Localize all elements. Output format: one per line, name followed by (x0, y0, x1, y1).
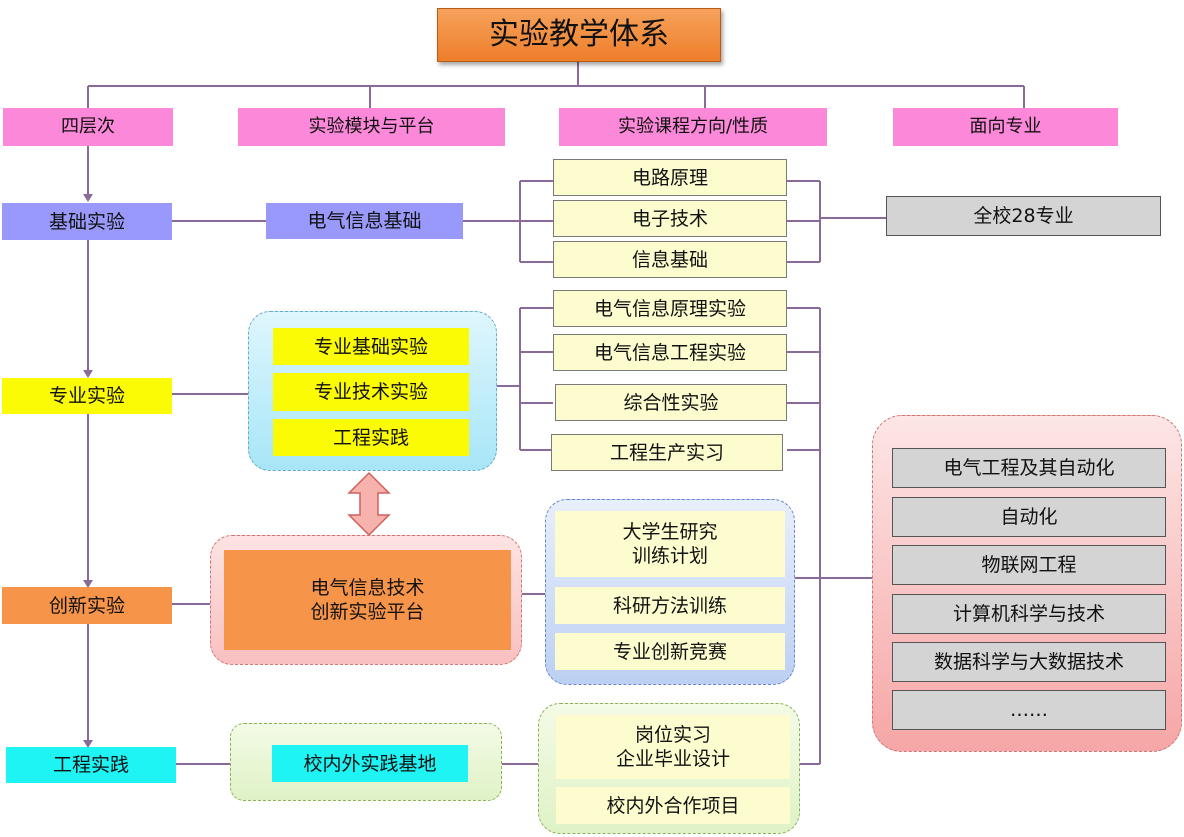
module-engineering-practice: 工程实践 (273, 419, 469, 456)
level-engineering: 工程实践 (6, 747, 176, 783)
module-practice-base: 校内外实践基地 (272, 745, 468, 782)
page-title: 实验教学体系 (437, 8, 721, 62)
major-data-science: 数据科学与大数据技术 (892, 642, 1166, 682)
module-innovation-platform: 电气信息技术 创新实验平台 (224, 550, 511, 650)
course-electronic-tech: 电子技术 (553, 200, 787, 237)
header-modules: 实验模块与平台 (238, 108, 505, 146)
module-basic: 电气信息基础 (266, 203, 463, 239)
header-courses: 实验课程方向/性质 (559, 108, 827, 146)
course-cooperation-project: 校内外合作项目 (556, 787, 790, 824)
course-production-internship: 工程生产实习 (551, 434, 783, 471)
major-all-school: 全校28专业 (886, 196, 1161, 236)
level-innovation: 创新实验 (2, 587, 172, 624)
course-job-internship: 岗位实习 企业毕业设计 (556, 715, 790, 779)
module-professional-basic: 专业基础实验 (273, 328, 469, 365)
header-levels: 四层次 (3, 108, 173, 146)
major-iot-engineering: 物联网工程 (892, 545, 1166, 585)
major-automation: 自动化 (892, 497, 1166, 537)
course-info-basic: 信息基础 (553, 241, 787, 278)
level-basic: 基础实验 (2, 203, 172, 240)
course-research-method: 科研方法训练 (555, 587, 785, 624)
major-computer-science: 计算机科学与技术 (892, 594, 1166, 634)
course-circuit-principle: 电路原理 (553, 159, 787, 196)
course-engineering-experiment: 电气信息工程实验 (553, 334, 787, 371)
course-principle-experiment: 电气信息原理实验 (553, 290, 787, 327)
double-arrow-icon (347, 471, 391, 537)
header-majors: 面向专业 (893, 108, 1118, 146)
course-comprehensive-experiment: 综合性实验 (555, 384, 787, 421)
course-student-research: 大学生研究 训练计划 (555, 511, 785, 577)
major-electrical-engineering: 电气工程及其自动化 (892, 448, 1166, 488)
course-innovation-contest: 专业创新竞赛 (555, 633, 785, 670)
module-professional-tech: 专业技术实验 (273, 373, 469, 411)
major-more: …… (892, 690, 1166, 730)
level-professional: 专业实验 (2, 378, 172, 414)
